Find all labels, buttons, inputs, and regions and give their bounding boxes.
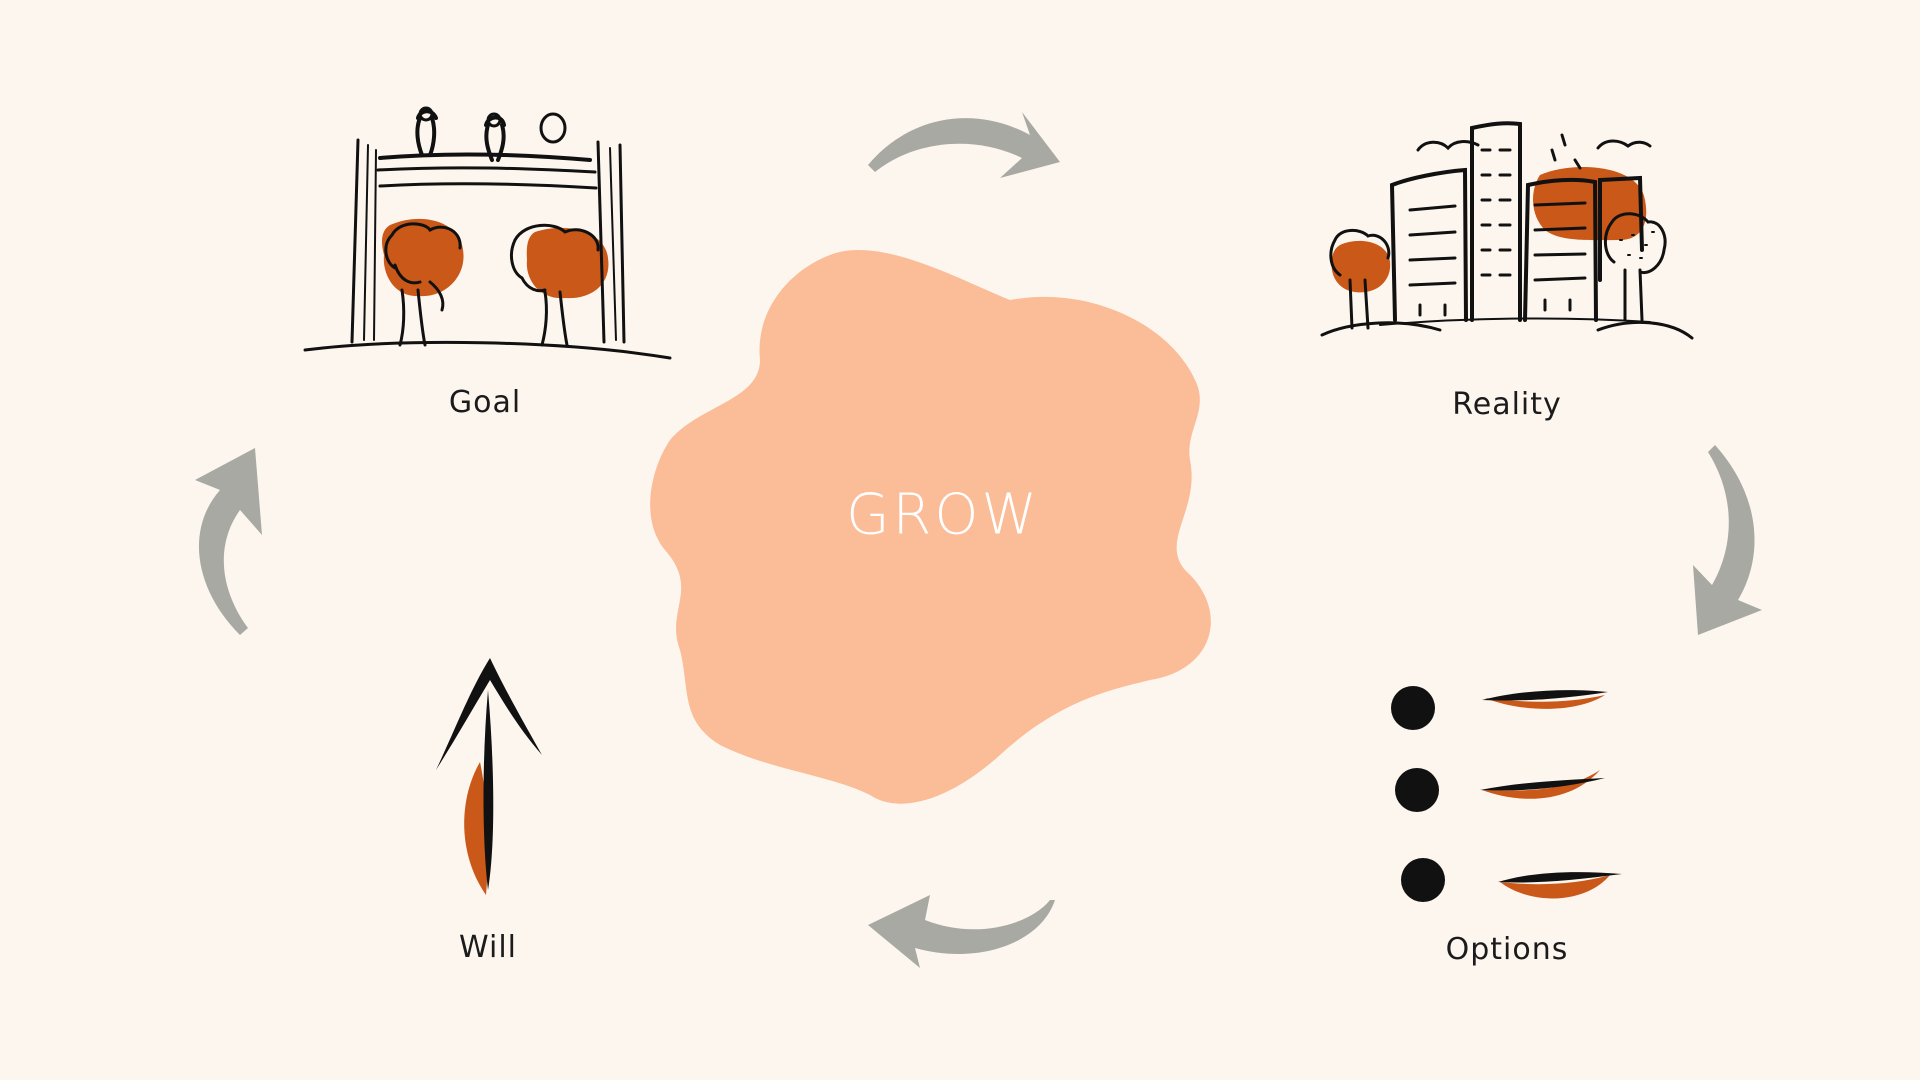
will-label: Will (458, 930, 518, 965)
curved-arrow-icon-left (195, 448, 262, 635)
curved-arrow-icon-top (868, 112, 1060, 178)
reality-label: Reality (1452, 387, 1562, 422)
grow-title: GROW (846, 482, 1040, 548)
curved-arrow-icon-right (1693, 445, 1762, 635)
goal-icon (303, 106, 672, 360)
curved-arrow-icon-bottom (868, 895, 1055, 968)
options-icon (1391, 686, 1622, 902)
goal-label: Goal (448, 385, 522, 420)
grow-center-blob (650, 249, 1211, 804)
will-icon (436, 658, 542, 895)
reality-icon (1320, 121, 1694, 340)
options-label: Options (1445, 932, 1569, 967)
